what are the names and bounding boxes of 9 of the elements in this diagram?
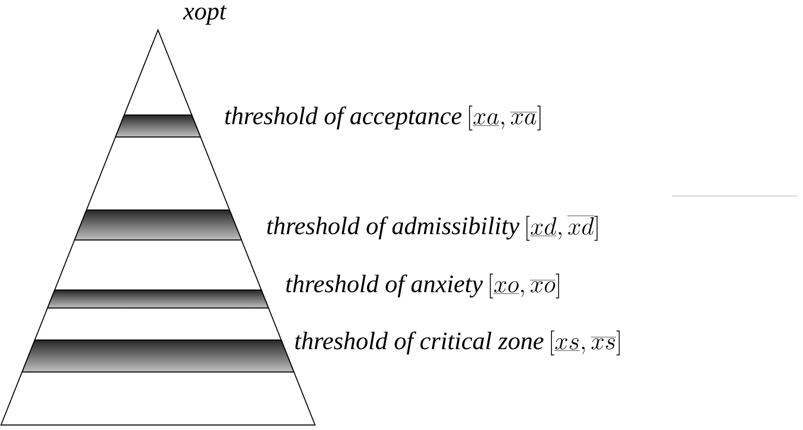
threshold-label: threshold of critical zone — [295, 332, 544, 354]
interval-formula: $[\underline{xo},\overline{xo}]$ — [490, 274, 560, 298]
threshold-label: threshold of admissibility — [267, 216, 520, 240]
threshold-label: threshold of acceptance — [225, 106, 462, 130]
interval-formula: $[\underline{xa},\overline{xa}]$ — [469, 106, 540, 130]
interval-formula: $[\underline{xd},\overline{xd}]$ — [526, 216, 598, 241]
interval-formula: $[\underline{xs},\overline{xs}]$ — [550, 330, 620, 356]
threshold-label: threshold of anxiety — [286, 274, 483, 298]
apex-label: xopt — [182, 5, 227, 25]
